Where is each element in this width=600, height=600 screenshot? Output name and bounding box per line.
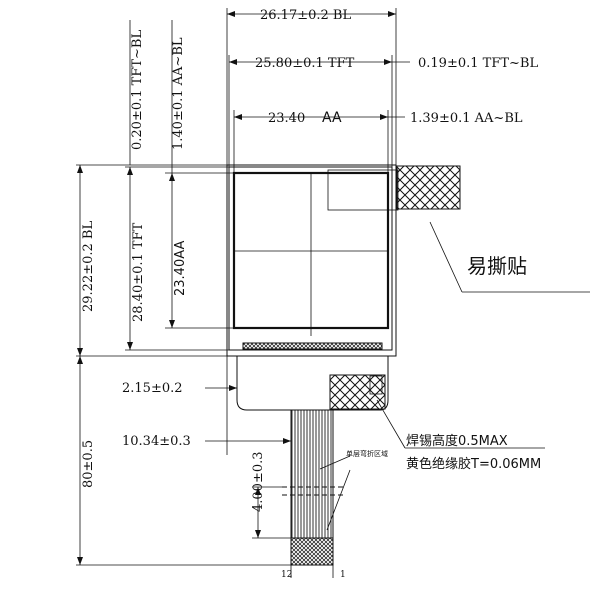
callout-solder-height: 焊锡高度0.5MAX — [406, 433, 508, 449]
pin-label-last: 12 — [281, 570, 292, 580]
pin-labels: 12 1 — [281, 570, 346, 580]
fpc-tail — [290, 409, 334, 539]
dimension-labels: 26.17±0.2 BL 25.80±0.1 TFT 0.19±0.1 TFT~… — [81, 8, 538, 512]
dim-aa-width-unit: AA — [322, 110, 342, 126]
callout-leaders — [319, 221, 590, 531]
dimension-arrows — [77, 11, 396, 565]
dim-total-length: 80±0.5 — [81, 440, 96, 488]
fpc-assembly — [236, 356, 389, 566]
dim-aa-height: 23.40AA — [173, 241, 188, 296]
dim-aa-width-value: 23.40 — [268, 111, 305, 126]
callout-yellow-tape: 黄色绝缘胶T=0.06MM — [406, 456, 541, 472]
dim-left-aa-bl: 1.40±0.1 AA~BL — [171, 37, 186, 150]
pin-label-first: 1 — [340, 570, 346, 580]
dim-tft-bl-offset: 0.19±0.1 TFT~BL — [418, 56, 538, 71]
dim-fpc-offset-a: 2.15±0.2 — [122, 381, 183, 396]
ic-bond-strip — [242, 342, 383, 350]
solder-pad-block — [329, 374, 386, 410]
dim-top-bl-width: 26.17±0.2 BL — [260, 8, 351, 23]
lcd-module — [226, 164, 461, 357]
dim-tft-width: 25.80±0.1 TFT — [255, 56, 355, 71]
dim-fpc-offset-b: 10.34±0.3 — [122, 434, 191, 449]
dim-tft-height: 28.40±0.1 TFT — [131, 222, 146, 322]
connector-small-box — [369, 375, 383, 395]
dimension-lines — [76, 8, 410, 578]
tft-outline — [228, 166, 393, 351]
callout-easy-peel-tab: 易撕贴 — [467, 254, 527, 278]
dim-aa-bl-offset: 1.39±0.1 AA~BL — [410, 111, 523, 126]
dim-bl-height: 29.22±0.2 BL — [81, 221, 96, 312]
dim-stiffener-length: 4.00±0.3 — [251, 451, 266, 512]
callout-labels: 易撕贴 焊锡高度0.5MAX 黄色绝缘胶T=0.06MM 单层弯折区域 — [346, 254, 541, 472]
easy-peel-tab — [396, 165, 461, 210]
stiffener — [290, 537, 334, 566]
dim-left-tft-bl: 0.20±0.1 TFT~BL — [130, 30, 145, 150]
callout-single-layer-bend: 单层弯折区域 — [346, 449, 388, 458]
